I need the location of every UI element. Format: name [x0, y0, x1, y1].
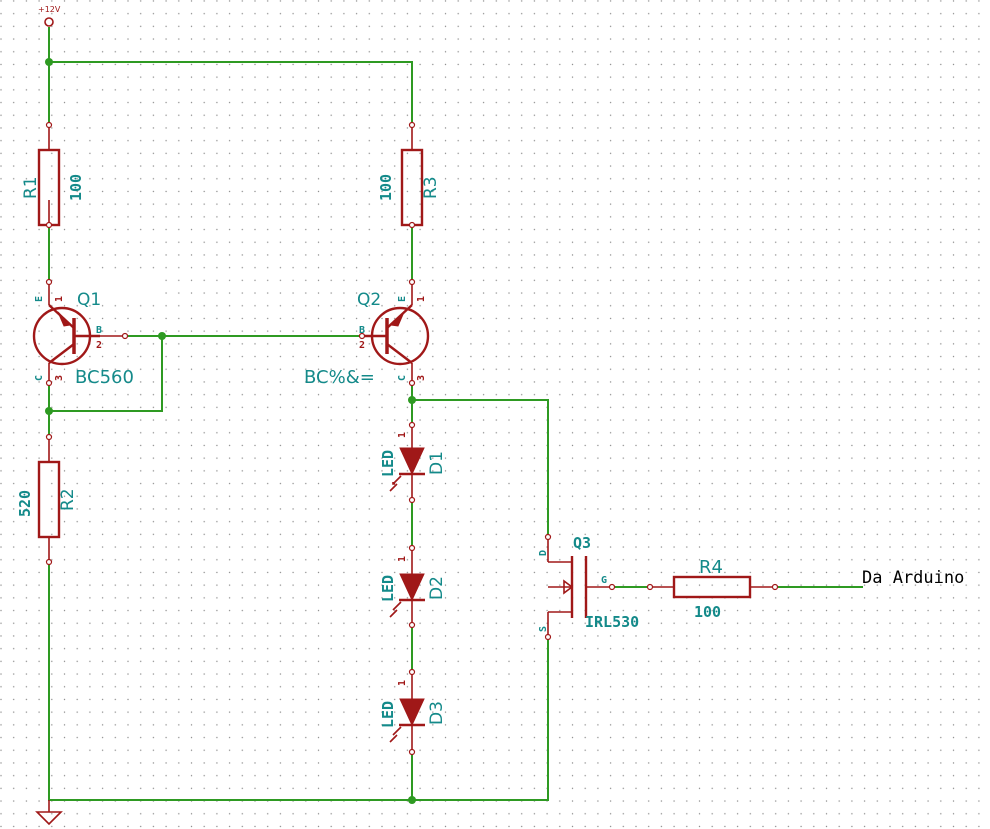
led-d3[interactable]: 1 LED D3	[379, 668, 447, 756]
q1-b-name: B	[96, 325, 102, 336]
d3-value: LED	[379, 701, 397, 728]
q1-c-num: 3	[54, 375, 65, 381]
r4-value: 100	[694, 603, 721, 621]
r3-ref: R3	[421, 176, 441, 199]
d3-pin1: 1	[397, 680, 408, 686]
q2-c-name: C	[397, 375, 408, 381]
d1-value: LED	[379, 450, 397, 477]
junction-dot	[45, 407, 53, 415]
q1-value: BC560	[75, 367, 134, 388]
q3-value: IRL530	[585, 613, 639, 631]
resistor-r2[interactable]: 520 R2	[16, 433, 78, 566]
d2-value: LED	[379, 575, 397, 602]
q1-e-name: E	[34, 296, 45, 302]
q3-d-name: D	[538, 550, 549, 556]
junction-dot	[45, 58, 53, 66]
vcc-label: +12V	[38, 5, 61, 14]
q1-e-num: 1	[54, 296, 65, 302]
arduino-net-label: Da Arduino	[862, 568, 964, 588]
resistor-r4[interactable]: R4 100	[646, 557, 779, 621]
q1-b-num: 2	[96, 340, 102, 351]
d1-pin1: 1	[397, 432, 408, 438]
d3-ref: D3	[427, 701, 447, 725]
q2-e-name: E	[397, 296, 408, 302]
vcc-power-symbol[interactable]: +12V	[38, 5, 61, 27]
q2-e-num: 1	[416, 296, 427, 302]
q1-ref: Q1	[77, 290, 101, 310]
junction-dot	[408, 396, 416, 404]
transistor-q2[interactable]: Q2 BC%&= E 1 C 3 B 2	[304, 278, 430, 389]
d2-pin1: 1	[397, 556, 408, 562]
q3-g-name: G	[601, 575, 607, 586]
r1-value: 100	[67, 174, 85, 201]
resistor-r1[interactable]: R1 100	[21, 121, 85, 229]
q2-b-num: 2	[359, 340, 365, 351]
transistor-q1[interactable]: Q1 BC560 E 1 C 3 B 2	[32, 272, 165, 388]
q3-ref: Q3	[573, 534, 591, 552]
q3-s-name: S	[538, 626, 549, 632]
resistor-r3[interactable]: 100 R3	[377, 121, 441, 229]
q2-c-num: 3	[416, 375, 427, 381]
junction-dot	[158, 332, 166, 340]
q2-b-name: B	[359, 325, 365, 336]
q1-c-name: C	[34, 375, 45, 381]
d1-ref: D1	[427, 451, 447, 475]
q2-value: BC%&=	[304, 367, 375, 388]
r2-value: 520	[16, 490, 34, 517]
r2-ref: R2	[58, 488, 78, 511]
d2-ref: D2	[427, 576, 447, 600]
led-d1[interactable]: 1 LED D1	[379, 421, 447, 504]
junction-dot	[408, 796, 416, 804]
r4-ref: R4	[699, 557, 723, 578]
mosfet-q3[interactable]: D S G Q3 IRL530	[538, 533, 639, 641]
ground-symbol[interactable]	[35, 800, 63, 826]
q2-ref: Q2	[357, 290, 381, 310]
r3-value: 100	[377, 174, 395, 201]
led-d2[interactable]: 1 LED D2	[379, 544, 447, 629]
junctions	[45, 58, 416, 804]
r1-ref: R1	[21, 176, 41, 199]
